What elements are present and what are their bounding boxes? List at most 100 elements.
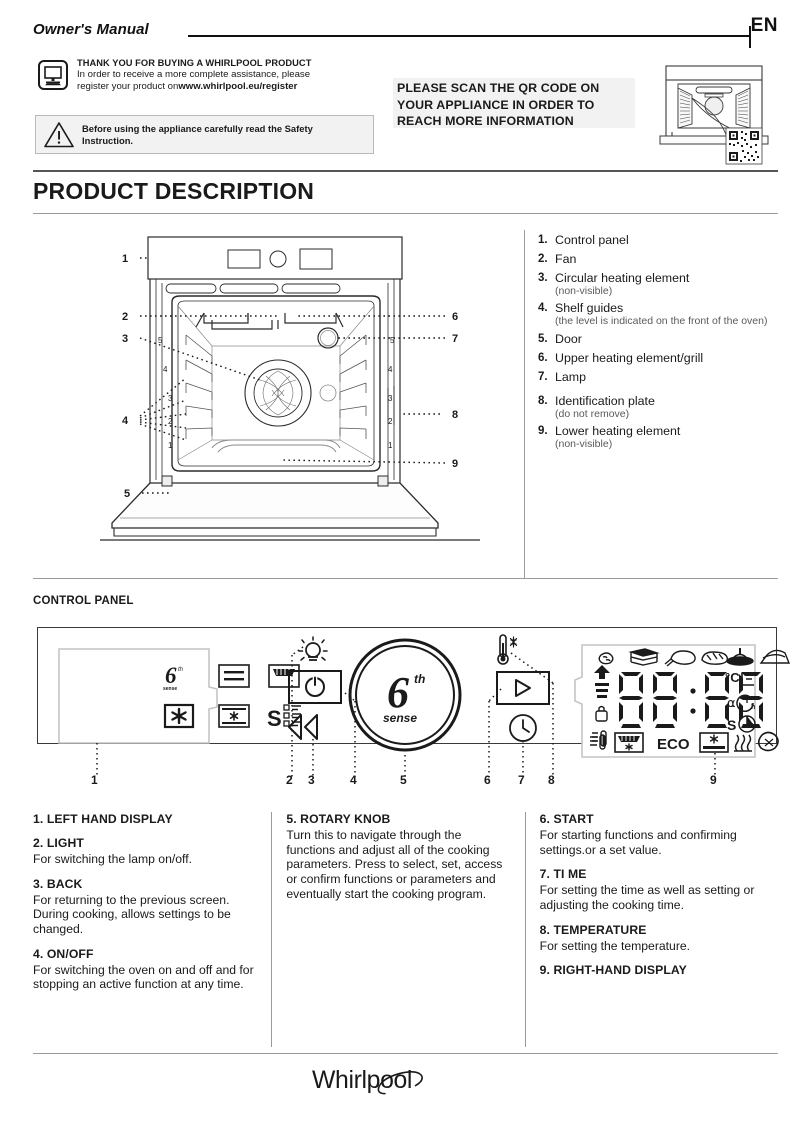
descriptions-column-3: 6. START For starting functions and conf… <box>524 812 778 1047</box>
timer-icon <box>738 715 756 733</box>
desc-head-4: 4. ON/OFF <box>33 946 94 961</box>
time-clock-button <box>509 714 537 742</box>
thank-you-line2: register your product onwww.whirlpool.eu… <box>77 81 311 93</box>
desc-head-7: 7. TI ME <box>539 867 587 882</box>
legend-number: 5. <box>538 333 548 346</box>
desc-body-4: For switching the oven on and off and fo… <box>33 962 254 992</box>
legend-label: Upper heating element/grill <box>555 351 703 366</box>
light-icon <box>298 636 328 661</box>
seven-segment-digits <box>619 672 763 728</box>
legend-text: Shelf guides <box>555 301 624 316</box>
control-panel-callout-numbers: 1 2 3 4 5 6 7 8 9 <box>37 773 777 793</box>
qr-code-icon <box>725 127 763 165</box>
qr-callout-line1: PLEASE SCAN THE QR CODE ON <box>397 81 600 95</box>
diagram-callout-2: 2 <box>122 311 128 323</box>
poultry-icon <box>664 650 696 667</box>
legend-text: Fan <box>555 251 577 266</box>
svg-text:3: 3 <box>388 394 393 403</box>
descriptions-column-2: 5. ROTARY KNOB Turn this to navigate thr… <box>271 812 524 1047</box>
desc-head-2: 2. LIGHT <box>33 836 84 850</box>
temperature-thermometer-icon <box>497 634 518 665</box>
desc-head-6: 6. START <box>539 812 594 826</box>
legend-number: 3. <box>538 271 548 284</box>
lock-icon <box>595 705 608 722</box>
legend-label: Identification plate(do not remove) <box>555 394 655 421</box>
section-rule-bottom <box>33 213 778 214</box>
legend-subtext: (non-visible) <box>555 438 613 451</box>
back-rewind-button <box>288 714 318 740</box>
thank-you-line1: In order to receive a more complete assi… <box>77 69 311 81</box>
monitor-icon <box>38 60 68 90</box>
start-play-button <box>496 671 550 705</box>
preheat-icon <box>699 732 729 753</box>
legend-item: 9. Lower heating element(non-visible) <box>538 424 788 451</box>
legend-label: Shelf guides(the level is indicated on t… <box>555 301 768 328</box>
legend-label: Lamp <box>555 370 586 385</box>
sixth-sense-icon: 6 th sense <box>163 663 184 692</box>
legend-number: 2. <box>538 252 548 265</box>
svg-text:2: 2 <box>168 417 173 426</box>
descriptions-column-1: 1. LEFT HAND DISPLAY 2. LIGHT For switch… <box>33 812 271 1047</box>
conventional-oven-icon <box>218 664 250 688</box>
diagram-callout-5: 5 <box>124 488 130 500</box>
legend-subtext: (do not remove) <box>555 407 630 420</box>
desc-head-1: 1. LEFT HAND DISPLAY <box>33 812 173 826</box>
diagram-callout-8: 8 <box>452 409 458 421</box>
legend-subtext: (the level is indicated on the front of … <box>555 315 768 328</box>
shelf-levels-icon <box>595 683 609 698</box>
unit-seconds: S <box>727 717 736 733</box>
cp-callout-8: 8 <box>548 773 555 787</box>
thank-you-block: THANK YOU FOR BUYING A WHIRLPOOL PRODUCT… <box>38 58 378 93</box>
svg-text:sense: sense <box>383 711 417 725</box>
rotary-knob: 6 th sense <box>348 638 462 752</box>
control-panel-diagram: 6 th sense <box>37 627 791 807</box>
left-hand-display: 6 th sense <box>58 648 301 744</box>
cp-callout-3: 3 <box>308 773 315 787</box>
fan-forced-oven-icon <box>218 704 250 728</box>
pyro-clean-icon <box>757 731 779 752</box>
cp-callout-9: 9 <box>710 773 717 787</box>
fan-snowflake-icon <box>163 703 195 729</box>
oven-front-cutaway-diagram: 5 4 3 2 1 5 4 3 2 1 <box>100 228 480 558</box>
steam-icon <box>734 734 752 752</box>
legend-item: 8. Identification plate(do not remove) <box>538 394 788 421</box>
svg-text:4: 4 <box>163 365 168 374</box>
control-descriptions: 1. LEFT HAND DISPLAY 2. LIGHT For switch… <box>33 812 778 1047</box>
qr-callout-box: PLEASE SCAN THE QR CODE ON YOUR APPLIANC… <box>393 78 635 128</box>
oven-qr-illustration <box>652 62 776 166</box>
legend-text: Control panel <box>555 233 629 247</box>
desc-body-7: For setting the time as well as setting … <box>539 883 755 912</box>
legend-item: 7. Lamp <box>538 370 788 385</box>
cp-callout-4: 4 <box>350 773 357 787</box>
legend-number: 4. <box>538 302 548 315</box>
svg-text:h: h <box>751 704 755 711</box>
diagram-callout-7: 7 <box>452 333 458 345</box>
legend-label: Lower heating element(non-visible) <box>555 424 680 451</box>
svg-text:6: 6 <box>165 663 177 688</box>
keep-warm-bottom-icon <box>614 732 644 753</box>
brand-wordmark: Whirlpool <box>312 1067 412 1094</box>
cp-callout-1: 1 <box>91 773 98 787</box>
legend-item: 3. Circular heating element(non-visible) <box>538 271 788 298</box>
pizza-icon <box>726 648 754 666</box>
diagram-callout-6: 6 <box>452 311 458 323</box>
bread-icon <box>701 651 729 665</box>
register-url[interactable]: www.whirlpool.eu/register <box>178 81 298 93</box>
diagram-legend-divider <box>524 230 525 578</box>
desc-head-9: 9. RIGHT-HAND DISPLAY <box>539 963 687 978</box>
qr-callout-line3: REACH MORE INFORMATION <box>397 114 574 129</box>
diagram-callout-9: 9 <box>452 458 458 470</box>
legend-number: 8. <box>538 394 548 407</box>
grill-icon <box>268 664 300 688</box>
qr-callout-line2: YOUR APPLIANCE IN ORDER TO <box>397 97 595 112</box>
diagram-callout-1: 1 <box>122 253 128 265</box>
safety-notice-text: Before using the appliance carefully rea… <box>82 122 313 146</box>
cp-callout-6: 6 <box>484 773 491 787</box>
desc-body-5: Turn this to navigate through the functi… <box>286 828 503 901</box>
page-header: Owner's Manual EN <box>33 15 778 48</box>
special-functions-s-icon: S <box>267 704 301 731</box>
owners-manual-label: Owner's Manual <box>33 21 149 38</box>
svg-text:5: 5 <box>158 336 163 345</box>
legend-number: 9. <box>538 425 548 438</box>
cutlery-icon: ⍺ <box>727 695 736 710</box>
